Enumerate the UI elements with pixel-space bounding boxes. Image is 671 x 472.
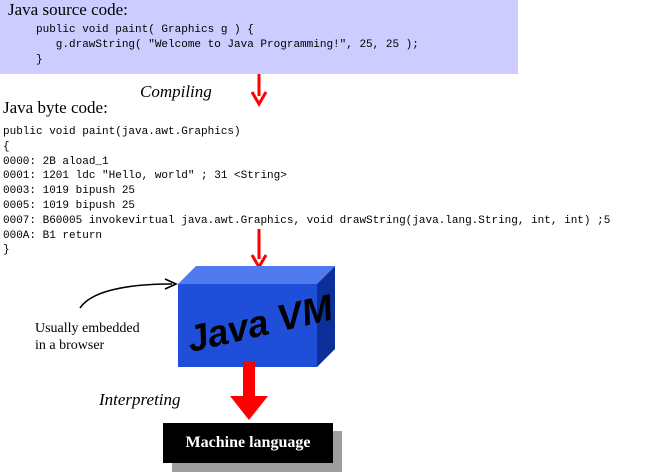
machine-language-box: Machine language bbox=[163, 423, 333, 463]
bytecode-block: public void paint(java.awt.Graphics) {000… bbox=[3, 125, 610, 258]
source-line: g.drawString( "Welcome to Java Programmi… bbox=[36, 39, 419, 51]
source-code-box bbox=[0, 0, 518, 74]
bytecode-line: 000A: B1 return bbox=[3, 229, 103, 242]
arrow-down-icon bbox=[230, 362, 268, 420]
bytecode-line: public void paint(java.awt.Graphics) bbox=[3, 126, 241, 138]
source-line: } bbox=[36, 54, 43, 66]
bytecode-line: 0003: 1019 bipush 25 bbox=[3, 185, 136, 198]
machine-language-label: Machine language bbox=[185, 434, 311, 451]
embed-note-line: in a browser bbox=[35, 338, 105, 353]
source-code-heading: Java source code: bbox=[8, 0, 128, 19]
bytecode-line: } bbox=[3, 244, 10, 257]
curved-arrow-icon bbox=[79, 278, 178, 309]
embed-note: Usually embedded in a browser bbox=[35, 320, 140, 354]
embed-note-line: Usually embedded bbox=[35, 321, 140, 336]
interpreting-label: Interpreting bbox=[99, 390, 181, 409]
source-code-block: public void paint( Graphics g ) { g.draw… bbox=[36, 23, 419, 68]
bytecode-line: 0001: 1201 ldc "Hello, world" ; 31 <Stri… bbox=[3, 170, 287, 183]
java-vm-box bbox=[178, 266, 335, 367]
compiling-label: Compiling bbox=[140, 82, 212, 101]
bytecode-line: 0005: 1019 bipush 25 bbox=[3, 199, 136, 212]
bytecode-heading: Java byte code: bbox=[3, 98, 108, 117]
bytecode-line: 0000: 2B aload_1 bbox=[3, 155, 109, 168]
arrow-down-icon bbox=[250, 229, 268, 270]
source-line: public void paint( Graphics g ) { bbox=[36, 24, 254, 36]
bytecode-line: { bbox=[3, 140, 10, 153]
arrow-down-icon bbox=[250, 74, 268, 107]
bytecode-line: 0007: B60005 invokevirtual java.awt.Grap… bbox=[3, 214, 611, 227]
